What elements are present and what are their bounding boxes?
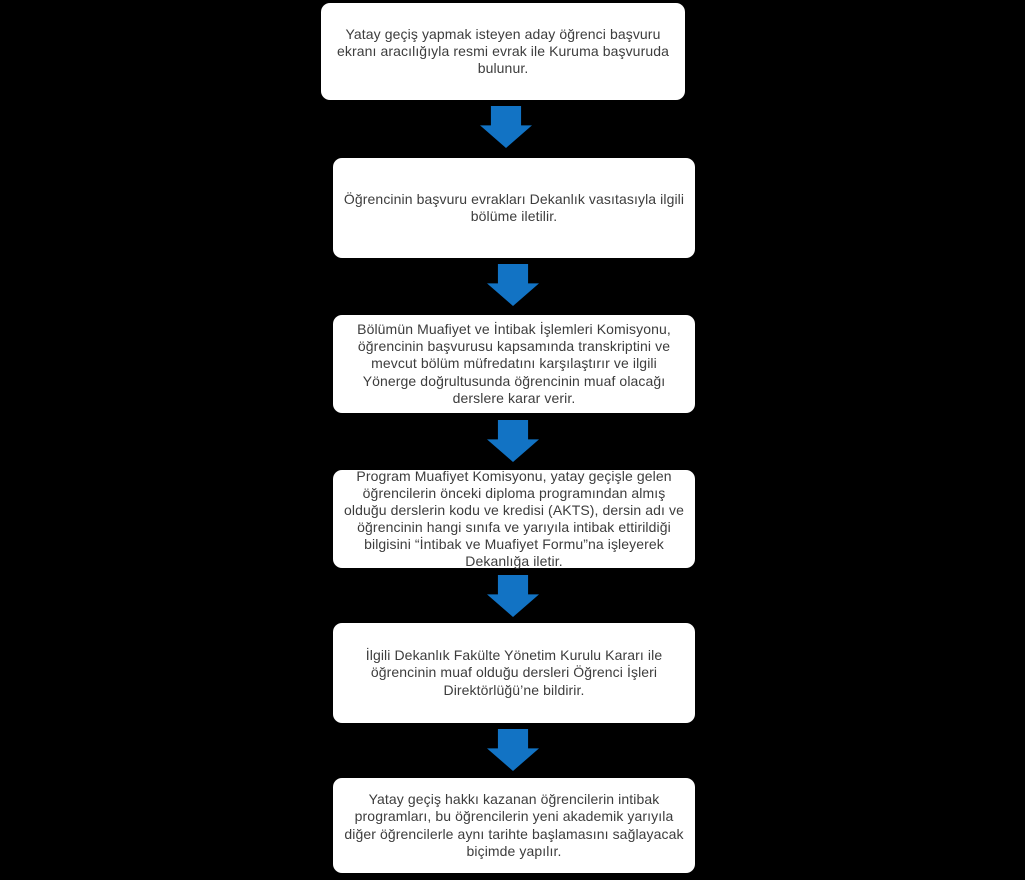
flowchart-step-1-text: Yatay geçiş yapmak isteyen aday öğrenci …	[336, 25, 669, 77]
down-arrow-icon	[487, 420, 539, 462]
flowchart-step-4-text: Program Muafiyet Komisyonu, yatay geçişl…	[343, 467, 684, 570]
flowchart-step-4: Program Muafiyet Komisyonu, yatay geçişl…	[333, 467, 695, 570]
flowchart-step-1: Yatay geçiş yapmak isteyen aday öğrenci …	[321, 3, 685, 100]
down-arrow-icon	[487, 264, 539, 306]
flowchart-step-6-text: Yatay geçiş hakkı kazanan öğrencilerin i…	[344, 791, 684, 859]
down-arrow-icon	[487, 575, 539, 617]
flowchart-step-3: Bölümün Muafiyet ve İntibak İşlemleri Ko…	[333, 315, 695, 413]
flowchart-step-2: Öğrencinin başvuru evrakları Dekanlık va…	[333, 158, 695, 258]
flowchart-step-2-text: Öğrencinin başvuru evrakları Dekanlık va…	[343, 190, 685, 224]
flowchart-step-5: İlgili Dekanlık Fakülte Yönetim Kurulu K…	[333, 623, 695, 723]
flowchart-step-5-text: İlgili Dekanlık Fakülte Yönetim Kurulu K…	[365, 647, 663, 698]
flowchart-step-6: Yatay geçiş hakkı kazanan öğrencilerin i…	[333, 778, 695, 873]
down-arrow-icon	[487, 729, 539, 771]
down-arrow-icon	[480, 106, 532, 148]
flowchart-step-3-text: Bölümün Muafiyet ve İntibak İşlemleri Ko…	[357, 321, 671, 406]
